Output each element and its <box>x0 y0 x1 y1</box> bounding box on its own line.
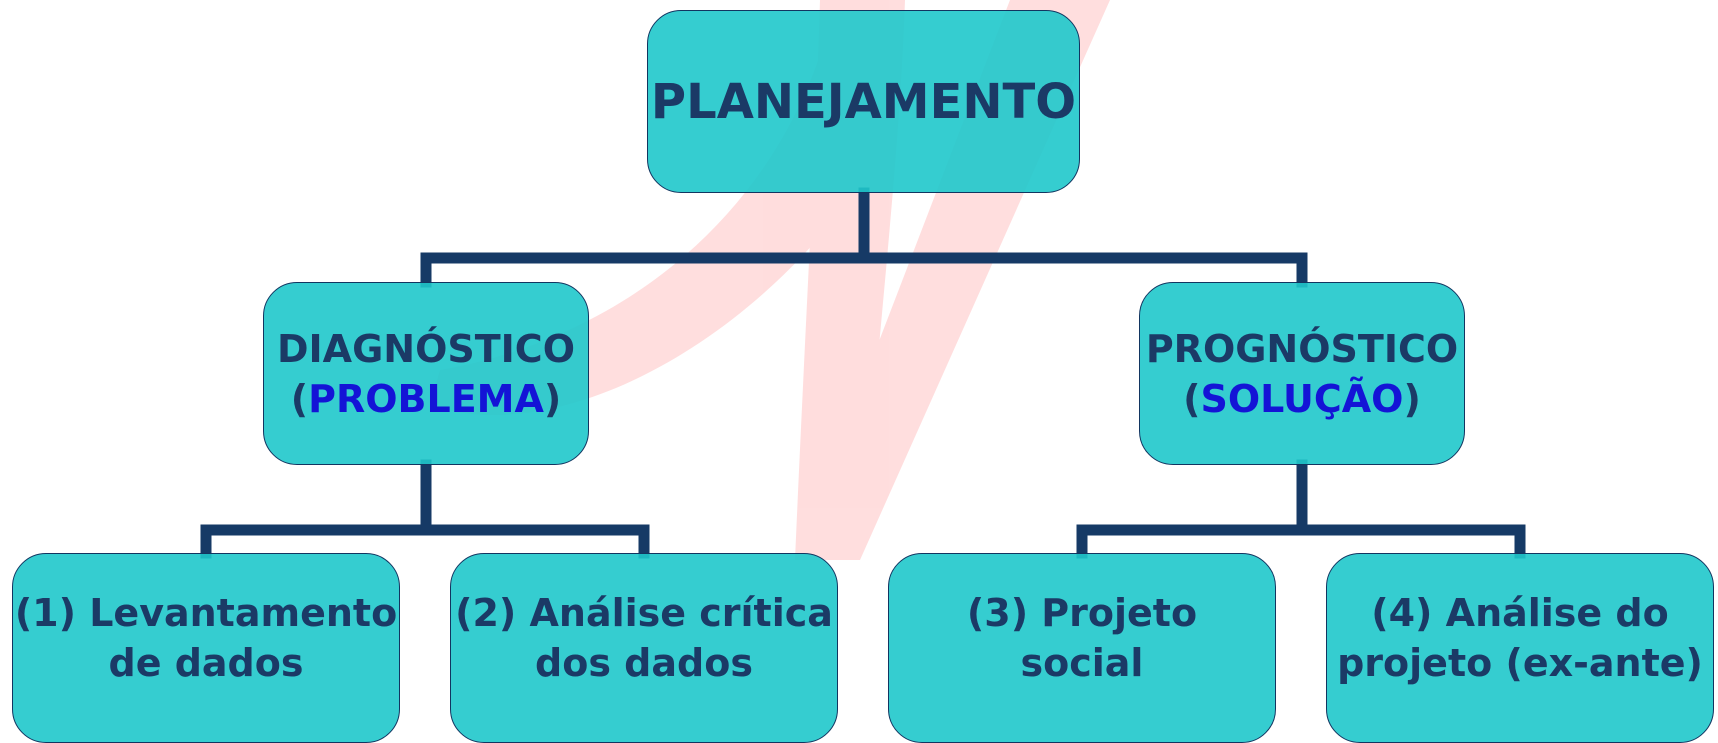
node-analise-critica: (2) Análise crítica dos dados <box>450 553 838 743</box>
leaf-line: (4) Análise do <box>1371 591 1669 635</box>
paren-open: ( <box>290 376 309 421</box>
leaf-line: social <box>1020 641 1144 685</box>
node-planejamento: PLANEJAMENTO <box>647 10 1080 193</box>
leaf-line: projeto (ex-ante) <box>1337 641 1703 685</box>
node-levantamento-de-dados: (1) Levantamento de dados <box>12 553 400 743</box>
node-prognostico-subtitle: (SOLUÇÃO) <box>1183 374 1421 424</box>
paren-close: ) <box>1403 376 1421 421</box>
node-planejamento-label: PLANEJAMENTO <box>650 73 1077 130</box>
connector-root-to-branches <box>420 187 1308 288</box>
node-prognostico: PROGNÓSTICO (SOLUÇÃO) <box>1139 282 1465 465</box>
leaf-line: (2) Análise crítica <box>455 591 833 635</box>
leaf-line: (3) Projeto <box>966 591 1198 635</box>
connector-diagnostico-to-leaves <box>200 459 650 559</box>
node-prognostico-title: PROGNÓSTICO <box>1145 326 1459 371</box>
leaf-line: (1) Levantamento <box>14 591 398 635</box>
node-diagnostico: DIAGNÓSTICO (PROBLEMA) <box>263 282 589 465</box>
paren-close: ) <box>543 376 562 421</box>
leaf-line: dos dados <box>535 641 753 685</box>
node-prognostico-highlight: SOLUÇÃO <box>1200 376 1404 421</box>
node-analise-do-projeto: (4) Análise do projeto (ex-ante) <box>1326 553 1714 743</box>
leaf-line: de dados <box>108 641 304 685</box>
paren-open: ( <box>1183 376 1201 421</box>
node-diagnostico-subtitle: (PROBLEMA) <box>291 374 562 424</box>
node-diagnostico-title: DIAGNÓSTICO <box>276 326 575 371</box>
node-diagnostico-highlight: PROBLEMA <box>308 376 544 421</box>
node-projeto-social: (3) Projeto social <box>888 553 1276 743</box>
connector-prognostico-to-leaves <box>1076 459 1526 559</box>
